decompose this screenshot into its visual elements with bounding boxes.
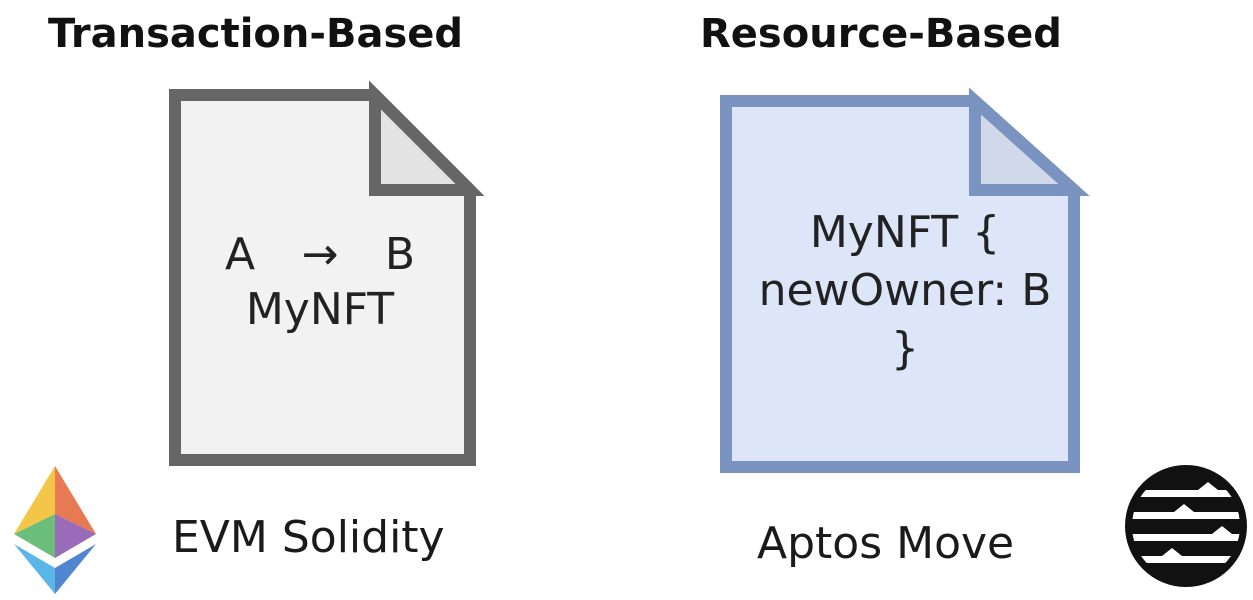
transaction-based-title: Transaction-Based bbox=[48, 11, 464, 57]
transaction-document-icon bbox=[169, 80, 485, 466]
aptos-move-caption: Aptos Move bbox=[757, 518, 1015, 569]
token-label: MyNFT bbox=[245, 284, 395, 335]
ethereum-logo-icon bbox=[14, 466, 96, 594]
resource-document-icon bbox=[720, 87, 1090, 473]
sender-label: A bbox=[224, 229, 256, 280]
resource-open-line: MyNFT { bbox=[809, 207, 1001, 258]
resource-owner-line: newOwner: B bbox=[758, 265, 1052, 316]
resource-based-title: Resource-Based bbox=[700, 11, 1062, 57]
right-arrow-icon: → bbox=[301, 229, 339, 280]
receiver-label: B bbox=[384, 229, 416, 280]
resource-close-line: } bbox=[891, 323, 919, 374]
aptos-logo-icon bbox=[1125, 465, 1247, 587]
evm-solidity-caption: EVM Solidity bbox=[172, 512, 445, 563]
transfer-line: A → B bbox=[170, 227, 470, 282]
